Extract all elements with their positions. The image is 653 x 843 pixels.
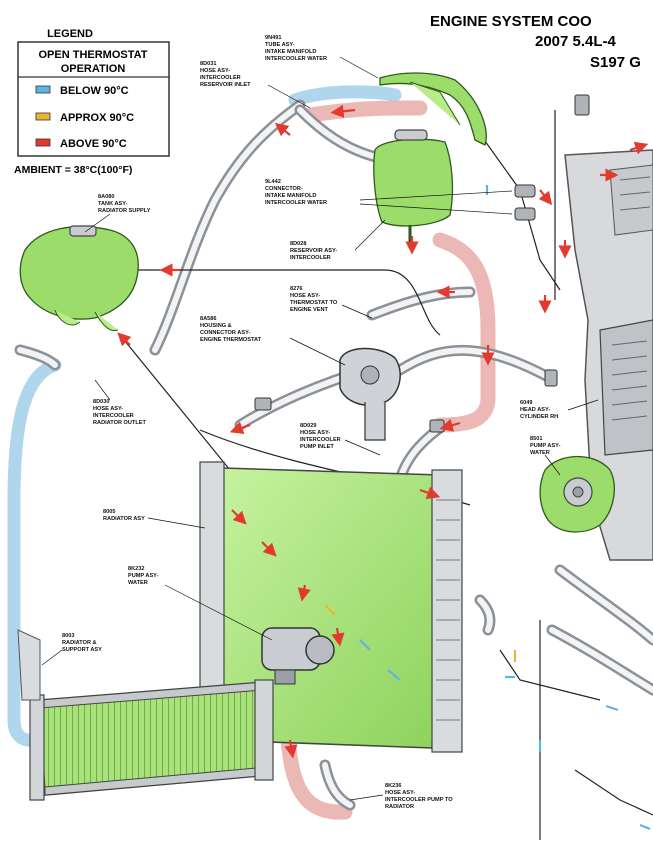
intercooler-reservoir <box>373 129 454 242</box>
svg-text:INTERCOOLER WATER: INTERCOOLER WATER <box>265 56 327 62</box>
svg-text:CYLINDER RH: CYLINDER RH <box>520 414 558 420</box>
svg-text:HOSE ASY-: HOSE ASY- <box>290 293 320 299</box>
label-8k236: 8K236 HOSE ASY- INTERCOOLER PUMP TO RADI… <box>349 783 453 810</box>
svg-text:TUBE ASY-: TUBE ASY- <box>265 42 295 48</box>
label-8501: 8501 PUMP ASY- WATER <box>530 436 561 476</box>
label-6049: 6049 HEAD ASY- CYLINDER RH <box>520 399 599 420</box>
svg-text:8A080: 8A080 <box>98 194 114 200</box>
svg-text:PUMP INLET: PUMP INLET <box>300 444 334 450</box>
svg-text:HOSE ASY-: HOSE ASY- <box>385 790 415 796</box>
svg-text:9N491: 9N491 <box>265 35 281 41</box>
legend: LEGEND OPEN THERMOSTAT OPERATION BELOW 9… <box>14 28 170 176</box>
part-labels: 9N491 TUBE ASY- INTAKE MANIFOLD INTERCOO… <box>41 35 599 810</box>
label-8a080: 8A080 TANK ASY- RADIATOR SUPPLY <box>84 194 151 233</box>
flow-arrows-hot <box>117 104 649 759</box>
svg-text:8003: 8003 <box>62 633 74 639</box>
label-8k232: 8K232 PUMP ASY- WATER <box>128 566 273 641</box>
intercooler-radiator <box>17 629 274 801</box>
legend-label-below: BELOW 90°C <box>60 85 129 97</box>
label-8276: 8276 HOSE ASY- THERMOSTAT TO ENGINE VENT <box>290 286 373 319</box>
svg-text:INTERCOOLER: INTERCOOLER <box>200 75 241 81</box>
ambient-temperature: AMBIENT = 38°C(100°F) <box>14 164 132 176</box>
svg-text:HOSE ASY-: HOSE ASY- <box>300 430 330 436</box>
svg-text:8005: 8005 <box>103 509 115 515</box>
svg-text:RADIATOR ASY: RADIATOR ASY <box>103 516 145 522</box>
svg-text:9L442: 9L442 <box>265 179 281 185</box>
label-8d030: 8D030 HOSE ASY- INTERCOOLER RADIATOR OUT… <box>93 379 147 426</box>
label-8a586: 8A586 HOUSING & CONNECTOR ASY- ENGINE TH… <box>200 316 346 366</box>
svg-text:INTERCOOLER: INTERCOOLER <box>93 413 134 419</box>
svg-text:HOSE ASY-: HOSE ASY- <box>93 406 123 412</box>
flow-arrows-cold <box>359 185 651 831</box>
label-9n491: 9N491 TUBE ASY- INTAKE MANIFOLD INTERCOO… <box>265 35 379 79</box>
legend-box <box>17 41 170 157</box>
legend-box-title-1: OPEN THERMOSTAT <box>39 49 148 61</box>
title-line-2: 2007 5.4L-4 <box>535 33 617 50</box>
svg-text:8276: 8276 <box>290 286 302 292</box>
svg-text:HOSE ASY-: HOSE ASY- <box>200 68 230 74</box>
legend-label-above: ABOVE 90°C <box>60 138 127 150</box>
intercooler-pump <box>261 627 335 685</box>
svg-text:CONNECTOR ASY-: CONNECTOR ASY- <box>200 330 250 336</box>
legend-swatch-above <box>35 138 51 147</box>
svg-text:ENGINE THERMOSTAT: ENGINE THERMOSTAT <box>200 337 262 343</box>
legend-swatch-below <box>35 85 51 94</box>
svg-text:INTERCOOLER: INTERCOOLER <box>300 437 341 443</box>
thermostat-housing <box>339 347 401 441</box>
svg-text:INTAKE MANIFOLD: INTAKE MANIFOLD <box>265 49 316 55</box>
svg-text:SUPPORT ASY: SUPPORT ASY <box>62 647 102 653</box>
svg-text:RESERVOIR ASY-: RESERVOIR ASY- <box>290 248 337 254</box>
svg-text:8K232: 8K232 <box>128 566 144 572</box>
svg-text:PUMP ASY-: PUMP ASY- <box>530 443 561 449</box>
svg-text:RADIATOR &: RADIATOR & <box>62 640 97 646</box>
label-8005: 8005 RADIATOR ASY <box>103 509 206 529</box>
label-8d028: 8D028 RESERVOIR ASY- INTERCOOLER <box>290 219 386 261</box>
radiator-supply-tank <box>19 225 139 332</box>
svg-text:CONNECTOR-: CONNECTOR- <box>265 186 303 192</box>
svg-text:WATER: WATER <box>128 580 148 586</box>
svg-text:INTERCOOLER PUMP TO: INTERCOOLER PUMP TO <box>385 797 453 803</box>
label-8d029: 8D029 HOSE ASY- INTERCOOLER PUMP INLET <box>300 423 381 456</box>
svg-text:ENGINE VENT: ENGINE VENT <box>290 307 329 313</box>
svg-text:INTERCOOLER WATER: INTERCOOLER WATER <box>265 200 327 206</box>
label-9l442: 9L442 CONNECTOR- INTAKE MANIFOLD INTERCO… <box>265 179 513 215</box>
label-8003: 8003 RADIATOR & SUPPORT ASY <box>41 633 102 666</box>
svg-text:8D031: 8D031 <box>200 61 216 67</box>
svg-text:PUMP ASY-: PUMP ASY- <box>128 573 159 579</box>
svg-text:RADIATOR SUPPLY: RADIATOR SUPPLY <box>98 208 151 214</box>
svg-text:INTAKE MANIFOLD: INTAKE MANIFOLD <box>265 193 316 199</box>
svg-text:RESERVOIR INLET: RESERVOIR INLET <box>200 82 251 88</box>
svg-text:8D028: 8D028 <box>290 241 306 247</box>
label-8d031: 8D031 HOSE ASY- INTERCOOLER RESERVOIR IN… <box>200 61 311 109</box>
svg-text:INTERCOOLER: INTERCOOLER <box>290 255 331 261</box>
engine-block <box>564 149 653 561</box>
svg-text:8K236: 8K236 <box>385 783 401 789</box>
svg-text:TANK ASY-: TANK ASY- <box>98 201 128 207</box>
title-line-1: ENGINE SYSTEM COO <box>430 13 592 30</box>
svg-text:HOUSING &: HOUSING & <box>200 323 232 329</box>
legend-heading: LEGEND <box>47 28 93 40</box>
svg-text:RADIATOR OUTLET: RADIATOR OUTLET <box>93 420 147 426</box>
svg-text:THERMOSTAT TO: THERMOSTAT TO <box>290 300 338 306</box>
svg-text:8D030: 8D030 <box>93 399 109 405</box>
svg-text:8501: 8501 <box>530 436 542 442</box>
title-line-3: S197 G <box>590 54 641 71</box>
intake-manifold-tube <box>379 72 487 146</box>
svg-text:8A586: 8A586 <box>200 316 216 322</box>
svg-text:HEAD ASY-: HEAD ASY- <box>520 407 550 413</box>
legend-box-title-2: OPERATION <box>61 63 126 75</box>
legend-label-approx: APPROX 90°C <box>60 112 134 124</box>
flow-arrows-warm <box>324 604 517 662</box>
svg-text:6049: 6049 <box>520 400 532 406</box>
engine-water-pump <box>539 455 615 533</box>
legend-swatch-approx <box>35 112 51 121</box>
diagram-title: ENGINE SYSTEM COO 2007 5.4L-4 S197 G <box>430 13 641 71</box>
svg-text:RADIATOR: RADIATOR <box>385 804 414 810</box>
svg-text:8D029: 8D029 <box>300 423 316 429</box>
svg-text:WATER: WATER <box>530 450 550 456</box>
